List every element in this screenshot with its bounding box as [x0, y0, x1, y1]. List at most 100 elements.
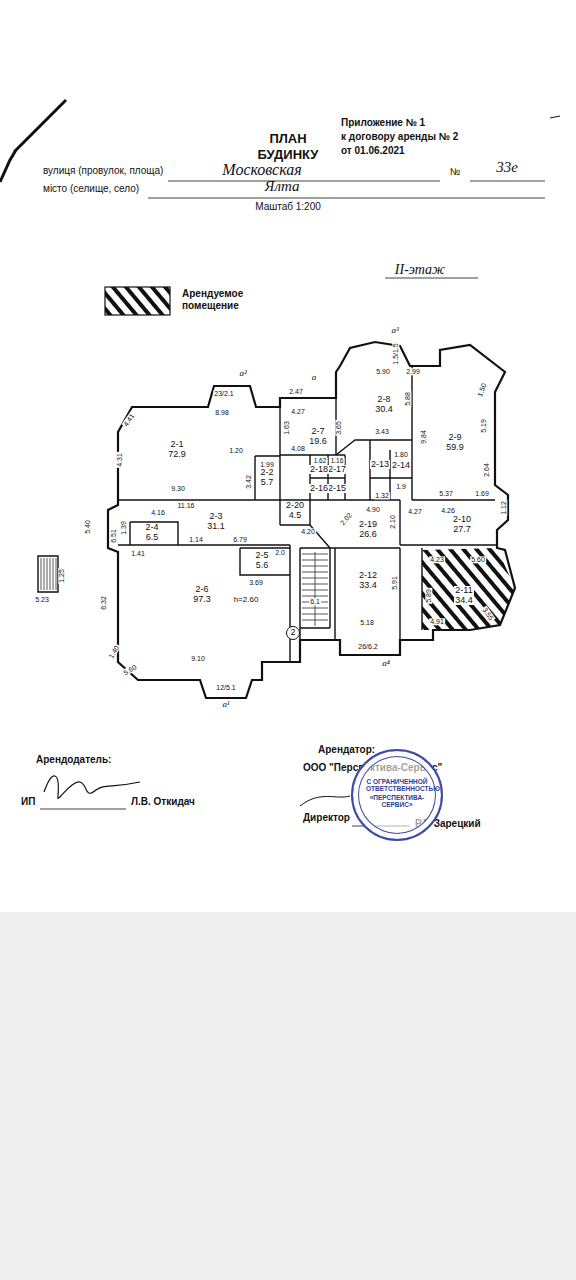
signature-text: Директор [302, 813, 351, 824]
room-label: 2-14 [390, 461, 412, 471]
form-text: II-этаж [394, 263, 446, 278]
form-text: місто (селище, село) [42, 184, 140, 195]
room-number: 2-13 [370, 460, 390, 469]
dimension-label: а [311, 373, 318, 382]
room-label: 2-697.3 [191, 585, 213, 605]
walls-part [118, 545, 290, 662]
room-number: 2-8 [376, 395, 391, 404]
dimension-label: 4.90 [365, 506, 381, 513]
room-number: 2-7 [310, 427, 325, 436]
room-area: 59.9 [445, 443, 465, 452]
form-text: от 01.06.2021 [340, 146, 406, 157]
dimension-label: 2.10 [389, 514, 396, 530]
form-text: № [449, 167, 462, 178]
form-lines-part [148, 198, 545, 199]
room-area: 31.1 [206, 522, 226, 531]
room-label: 2-18 [308, 465, 330, 475]
walls [38, 342, 515, 698]
room-label: 2-959.9 [444, 433, 466, 453]
dimension-label: 1.9 [395, 483, 407, 490]
dimension-label: 5.60 [470, 556, 486, 563]
dimension-label: 6.1 [309, 598, 321, 605]
form-text: Московская [221, 162, 302, 179]
room-label: 2-15 [326, 484, 348, 494]
dimension-label: 4.27 [407, 508, 423, 515]
form-lines [40, 181, 545, 826]
dimension-label: 2.99 [405, 368, 421, 375]
walls-part [108, 342, 515, 698]
dimension-label: 1.63 [283, 420, 290, 436]
stair-steps-part [44, 558, 45, 590]
form-lines-part [40, 809, 126, 810]
dimension-label: 11.16 [177, 502, 196, 509]
stair-steps-part [53, 558, 54, 590]
stair-steps [41, 552, 328, 626]
room-number: 2-19 [358, 520, 378, 529]
dimension-label: а¹ [221, 700, 230, 709]
room-number: 2 [290, 628, 295, 637]
room-area: 33.4 [358, 581, 378, 590]
room-area: 6.5 [145, 533, 160, 542]
dimension-label: 1.5/1.5 [392, 342, 399, 365]
stair-steps-part [56, 558, 57, 590]
room-label: 2-46.5 [143, 523, 160, 543]
room-number: 2-5 [254, 551, 269, 560]
dimension-label: 1.16 [330, 458, 345, 465]
room-number: 2-17 [327, 465, 347, 474]
form-text: Маштаб 1:200 [254, 202, 322, 213]
dimension-label: а³ [390, 326, 399, 335]
room-label: 2-16 [308, 484, 330, 494]
signature-text: Арендодатель: [35, 755, 112, 766]
dimension-label: 1.62 [313, 458, 328, 465]
dimension-label: 8.98 [214, 409, 230, 416]
stair-steps-part [50, 558, 51, 590]
dimension-label: 4.23 [429, 556, 445, 563]
dimension-label: 3.43 [374, 428, 390, 435]
dimension-label: а² [238, 369, 247, 378]
room-number: 2-15 [327, 484, 347, 493]
room-label: 2-204.5 [284, 501, 306, 521]
room-label: 2-331.1 [205, 512, 227, 532]
room-label: 2-1134.4 [453, 586, 475, 606]
dimension-label: 1.80 [393, 451, 409, 458]
dimension-label: 6.51 [110, 528, 117, 544]
legend-text: Арендуемое помещение [182, 288, 258, 311]
room-area: 72.9 [167, 450, 187, 459]
scan-mark [550, 116, 560, 118]
room-label: 2-13 [369, 460, 391, 470]
stair-steps-part [315, 552, 316, 626]
dimension-label: 1.25 [58, 568, 65, 584]
walls-part [300, 548, 400, 640]
room-number: 2-10 [452, 515, 472, 524]
dimension-label: 9.30 [170, 485, 186, 492]
room-number: 2-4 [144, 523, 159, 532]
form-lines-part [470, 181, 545, 182]
room-number: 2-18 [309, 465, 329, 474]
walls-part [279, 398, 280, 525]
form-text: ПЛАН [268, 132, 307, 146]
dimension-label: 23/2.1 [213, 390, 234, 397]
room-number: 2-20 [285, 501, 305, 510]
signature [44, 776, 140, 798]
room-label: 2-17 [326, 465, 348, 475]
dimension-label: 5.37 [438, 490, 454, 497]
walls-part [130, 522, 178, 545]
stair-steps-part [47, 558, 48, 590]
dimension-label: 2.64 [483, 462, 490, 478]
walls-part [310, 455, 345, 500]
dimension-label: 1.50 [476, 381, 488, 398]
room-number: 2-12 [358, 571, 378, 580]
dimension-label: 1.20 [228, 447, 244, 454]
dimension-label: 4.31 [116, 452, 123, 468]
walls-part [38, 556, 58, 592]
room-number: 2-9 [447, 433, 462, 442]
dimension-label: 1.69 [474, 490, 490, 497]
room-area: «ПЕРСПЕКТИВА-СЕРВИС» [366, 795, 428, 809]
dimension-label: 2.47 [288, 388, 304, 395]
room-label: 2-25.7 [258, 468, 275, 488]
dimension-label: 2.0 [274, 549, 286, 556]
form-text: 33е [495, 160, 519, 176]
dimension-label: 2.02 [338, 511, 354, 528]
dimension-label: 12/5.1 [215, 684, 236, 691]
room-label: 2-1233.4 [357, 571, 379, 591]
